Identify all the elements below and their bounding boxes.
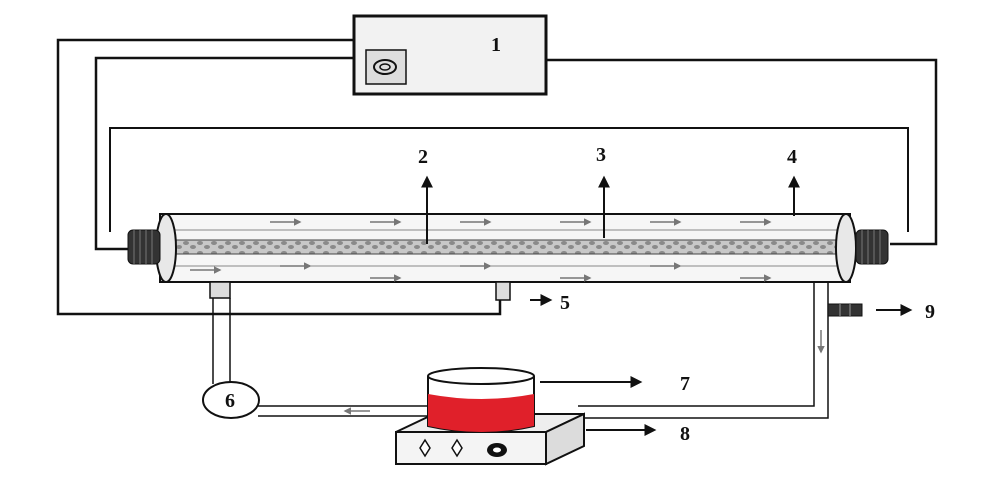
label-3: 3 [596, 144, 606, 166]
reactor-frame [109, 127, 909, 232]
beaker [427, 367, 535, 433]
pointer-arrows-top [421, 175, 800, 244]
label-8: 8 [680, 423, 690, 445]
reactor-inlet-fitting [209, 281, 231, 299]
power-wires [56, 38, 938, 316]
pump [202, 381, 260, 419]
stirrer-knob-icon [419, 438, 431, 458]
label-6: 6 [225, 390, 235, 412]
label-2: 2 [418, 146, 428, 168]
lamp-end-cap-right [855, 229, 889, 265]
drain-outlet-fitting [495, 281, 553, 306]
sampling-port [827, 303, 913, 317]
reactor-tube [155, 213, 857, 283]
stirrer-knob-icon [451, 438, 463, 458]
lamp-end-cap-left [127, 229, 161, 265]
label-1: 1 [491, 34, 501, 56]
power-supply-unit [352, 14, 548, 96]
label-5: 5 [560, 292, 570, 314]
label-9: 9 [925, 301, 935, 323]
inlet-tubing [212, 298, 231, 384]
pump-to-beaker-tubing [258, 405, 430, 417]
uv-lamp [159, 239, 851, 255]
flow-arrows [190, 218, 772, 282]
label-7: 7 [680, 373, 690, 395]
return-tubing [578, 282, 829, 419]
label-4: 4 [787, 146, 797, 168]
